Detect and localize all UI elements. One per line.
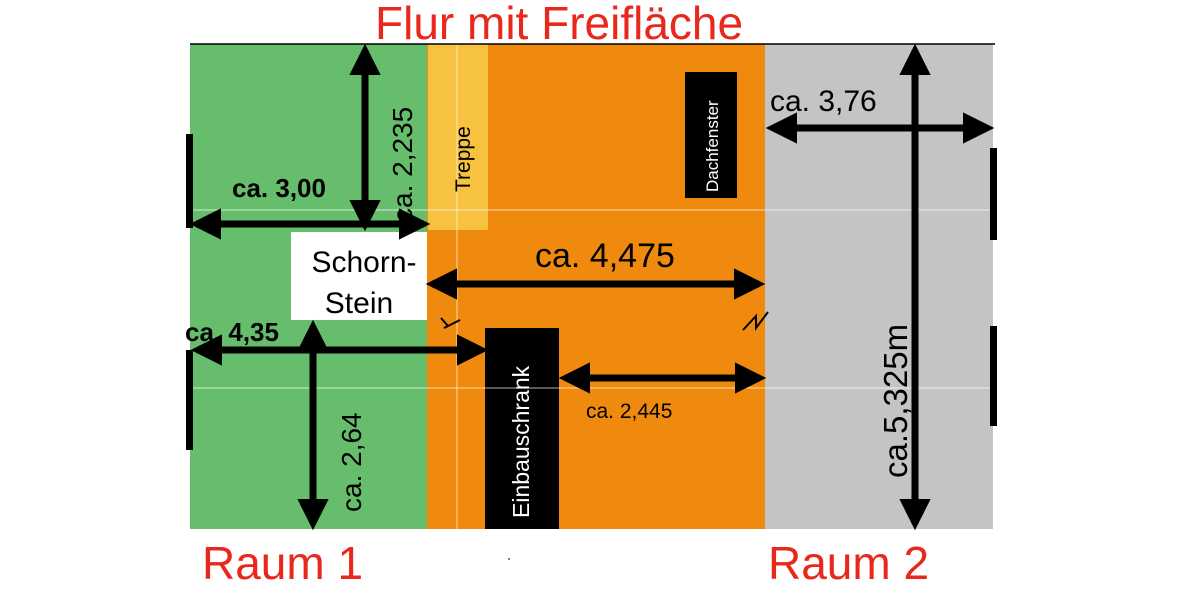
dimension-label-gray-height: ca.5,325m <box>877 324 914 478</box>
plan-title: Flur mit Freifläche <box>375 0 744 49</box>
dimension-label-green-width-top: ca. 3,00 <box>232 173 326 203</box>
door-marks <box>440 311 769 331</box>
skylight-label: Dachfenster <box>703 100 722 192</box>
skylight-box <box>685 72 737 198</box>
room-1-label: Raum 1 <box>202 537 364 589</box>
speck-dot <box>508 558 510 560</box>
chimney-box <box>291 232 427 320</box>
closet-box <box>485 328 559 529</box>
chimney-label-line2: Stein <box>325 287 393 320</box>
dimension-label-hall-gap: ca. 2,445 <box>586 400 672 423</box>
dimension-label-gray-width: ca. 3,76 <box>770 85 877 118</box>
stairs-area <box>428 44 488 230</box>
dimension-label-green-width-bottom: ca. 4,35 <box>185 317 279 347</box>
chimney-label-line1: Schorn- <box>311 246 416 279</box>
dimension-label-hall-width: ca. 4,475 <box>535 237 675 275</box>
dimension-label-green-height-top: ca. 2,235 <box>387 107 418 222</box>
stairs-label: Treppe <box>452 126 475 192</box>
dimension-label-green-height-bottom: ca. 2,64 <box>336 412 367 512</box>
closet-label: Einbauschrank <box>508 365 534 518</box>
window-marks <box>186 134 997 450</box>
room-2-label: Raum 2 <box>768 537 930 589</box>
